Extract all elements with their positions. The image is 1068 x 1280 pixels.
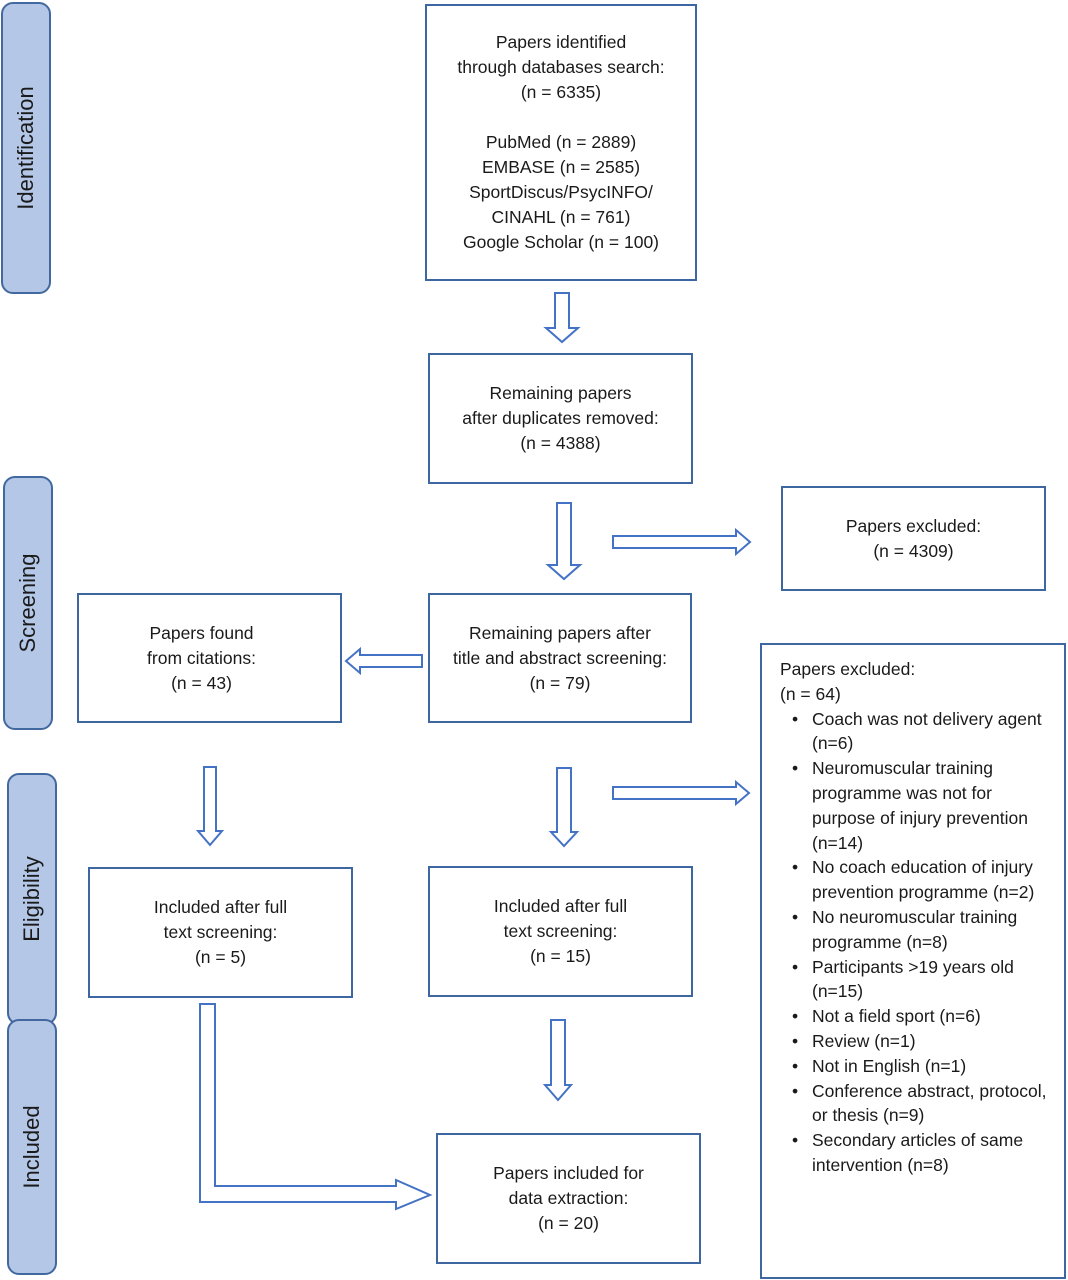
included-left-line-3: (n = 5) [194,947,247,967]
arrow-left-1 [344,646,423,676]
identified-source-1: PubMed (n = 2889) [485,132,637,152]
arrow-right-2 [612,779,751,807]
box-included-left: Included after full text screening: (n =… [88,867,353,998]
citations-line-2: from citations: [147,647,256,668]
exclusion-reason: Review (n=1) [792,1029,1058,1054]
arrow-right-1 [612,527,752,557]
phase-identification: Identification [1,2,51,294]
reason-line: Neuromuscular [812,758,931,779]
box-included-right: Included after full text screening: (n =… [428,866,693,997]
reason-line: training programme was [812,758,993,803]
excluded-second-title: Papers excluded: [780,659,916,679]
excluded-second-count: (n = 64) [780,683,841,704]
reason-line: Not in English (n=1) [812,1055,967,1076]
arrow-bent [199,1003,433,1211]
reason-line: Review (n=1) [812,1030,916,1051]
arrow-down-1 [543,292,581,344]
exclusion-reason: No coach education of injury prevention … [792,855,1058,905]
exclusion-reason: Secondary articles of same intervention … [792,1128,1058,1178]
exclusion-reason: Not a field sport (n=6) [792,1004,1058,1029]
final-line-2: data extraction: [508,1188,629,1208]
box-after-screening: Remaining papers after title and abstrac… [428,593,692,723]
reason-line: prevention programme [812,882,989,903]
identified-line-3: (n = 6335) [520,82,602,102]
reason-line: No neuromuscular training [812,906,1018,927]
reason-line: Participants >19 [812,956,938,977]
arrow-down-5 [542,1019,574,1102]
identified-line-1: Papers identified [495,32,627,52]
included-left-line-1: Included after full [153,897,288,917]
box-after-duplicates: Remaining papers after duplicates remove… [428,353,693,484]
box-excluded-second: Papers excluded: (n = 64) Coach was not … [760,643,1066,1279]
after-duplicates-line-1: Remaining papers [489,383,632,403]
box-final-included: Papers included for data extraction: (n … [436,1133,701,1264]
arrow-down-3 [195,766,225,847]
included-right-line-3: (n = 15) [530,946,591,966]
phase-included: Included [7,1019,57,1275]
reason-line: No coach education [812,857,967,878]
reason-line: Secondary articles of same [812,1130,1024,1151]
exclusion-reason: No neuromuscular training programme (n=8… [792,905,1058,955]
exclusion-reason: Not in English (n=1) [792,1054,1058,1079]
reason-line: Not a field sport (n=6) [812,1006,981,1027]
identified-source-5: Google Scholar (n = 100) [462,232,660,252]
citations-line-3: (n = 43) [171,672,232,693]
box-identified: Papers identified through databases sear… [425,4,697,281]
box-citations: Papers found from citations: (n = 43) [77,593,342,723]
excluded-first-line-1: Papers excluded: [845,515,982,536]
reason-line: injury prevention (n=14) [812,807,1028,853]
reason-line: (n=2) [992,882,1035,903]
citations-line-1: Papers found [149,622,254,643]
included-left-line-2: text screening: [163,922,278,942]
reason-line: Coach was not [812,708,928,729]
exclusion-reason: Participants >19 years old (n=15) [792,955,1058,1005]
after-screening-line-1: Remaining papers after [469,622,651,643]
reason-line: abstract, protocol, or [812,1080,1047,1126]
after-screening-line-2: title and abstract screening: [452,647,667,668]
identified-source-4: CINAHL (n = 761) [491,207,631,227]
phase-screening: Screening [3,476,53,730]
after-duplicates-line-3: (n = 4388) [520,433,601,453]
included-right-line-2: text screening: [503,921,618,941]
arrow-down-4 [548,767,580,848]
arrow-down-2 [545,502,583,581]
exclusion-reason: Conference abstract, protocol, or thesis… [792,1079,1058,1129]
final-line-1: Papers included for [493,1163,644,1183]
exclusion-reason: Neuromuscular training programme was not… [792,756,1058,855]
identified-line-2: through databases search: [457,57,665,77]
reason-line: intervention (n=8) [812,1154,949,1175]
included-right-line-1: Included after full [493,896,628,916]
reason-line: Conference [812,1080,903,1101]
reason-line: delivery agent (n=6) [812,708,1042,754]
reason-line: of injury [971,857,1033,878]
identified-source-3: SportDiscus/PsycINFO/ [469,182,653,202]
reason-line: years old (n=15) [812,956,1014,1002]
reason-line: not for purpose of [812,782,992,828]
identified-source-2: EMBASE (n = 2585) [481,157,641,177]
after-duplicates-line-2: after duplicates removed: [462,408,659,428]
box-excluded-first: Papers excluded: (n = 4309) [781,486,1046,591]
excluded-first-line-2: (n = 4309) [873,540,954,561]
final-line-3: (n = 20) [538,1213,599,1233]
after-screening-line-3: (n = 79) [529,672,591,693]
reason-line: thesis (n=9) [832,1105,925,1126]
exclusion-reasons-list: Coach was not delivery agent (n=6) Neuro… [780,707,1058,1178]
exclusion-reason: Coach was not delivery agent (n=6) [792,707,1058,757]
reason-line: programme (n=8) [812,931,948,952]
